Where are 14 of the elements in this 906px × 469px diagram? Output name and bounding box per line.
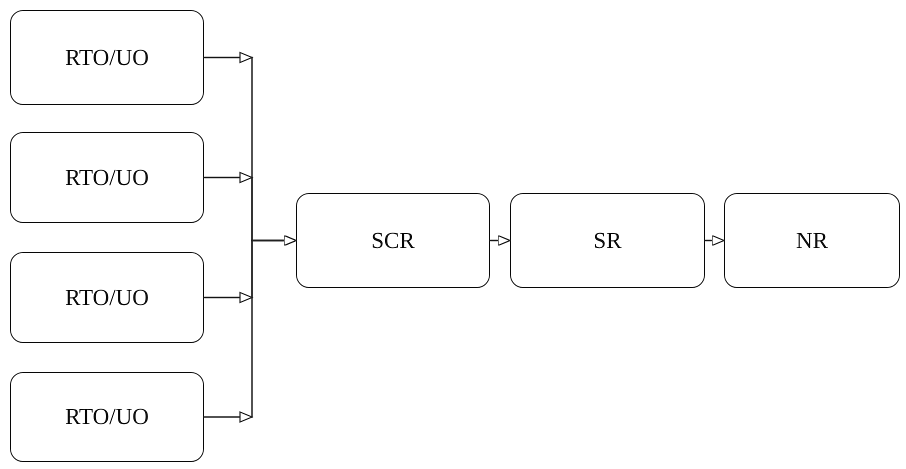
process-box	[10, 132, 204, 223]
box-label: RTO/UO	[65, 164, 149, 190]
process-box	[724, 193, 900, 288]
process-box	[10, 252, 204, 343]
box-label: NR	[796, 228, 828, 254]
process-box	[10, 10, 204, 105]
process-box	[296, 193, 490, 288]
box-label: SCR	[371, 228, 415, 254]
process-box	[510, 193, 705, 288]
box-label: SR	[593, 228, 622, 254]
process-box	[10, 372, 204, 462]
box-label: RTO/UO	[65, 404, 149, 430]
box-label: RTO/UO	[65, 44, 149, 70]
box-label: RTO/UO	[65, 284, 149, 310]
